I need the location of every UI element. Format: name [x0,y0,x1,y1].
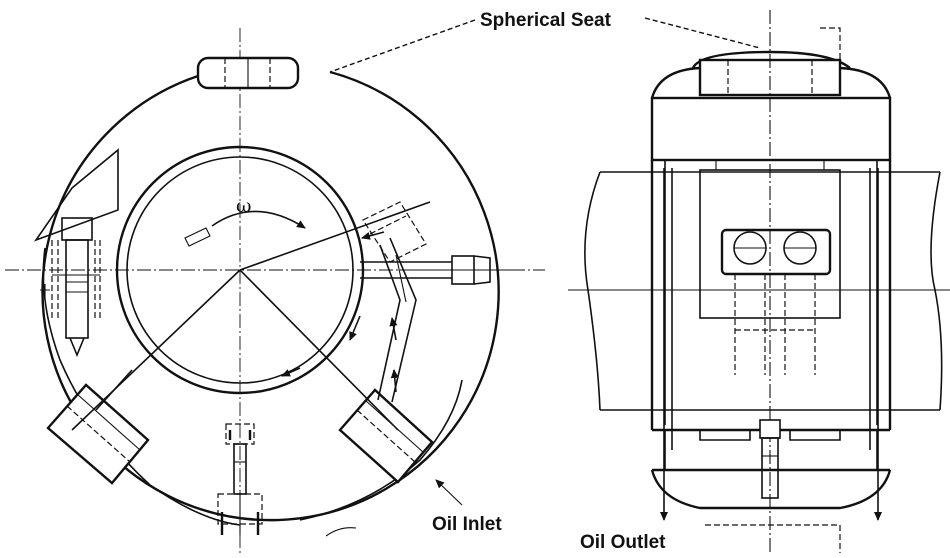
oil-outlet-label: Oil Outlet [580,532,666,553]
flow-arrow-4 [389,317,398,341]
upper-left-oil-pocket [33,148,119,242]
annotations: Spherical Seat Oil Inlet Oil Outlet [329,10,761,553]
oil-inlet-pointer-arrow [435,479,463,506]
bearing-side-view [568,10,950,553]
shaft [568,171,950,411]
flow-arrow-3 [281,367,301,377]
rotation-symbol: ω [236,195,252,217]
bearing-section-view: ω [5,28,545,553]
housing-outer-contour [41,70,500,522]
spherical-seat-leader-left [329,19,476,73]
oil-channel [377,237,417,403]
side-housing [650,160,892,430]
bottom-left-pad [46,269,241,485]
side-bottom-block [650,419,892,553]
housing-inner-contour-right [299,379,463,521]
side-top-seat [650,10,892,553]
left-bolt [40,217,101,358]
spherical-seat-leader-right [644,17,761,49]
oil-inlet-label: Oil Inlet [432,514,502,535]
bottom-right-pad [239,269,434,484]
flow-arrow-1 [361,231,385,240]
flow-arrow-5 [390,369,399,393]
journal-outer-circle [115,145,365,395]
top-seat-pad [196,56,300,90]
rotation-marker [184,227,211,247]
flow-arrows [281,231,399,393]
bottom-outlet-block [217,423,263,535]
flow-arrow-2 [349,315,361,341]
spherical-seat-label: Spherical Seat [480,10,612,31]
journal-inner-circle [126,156,354,384]
housing-inner-contour-left [42,247,241,526]
tie-rods [660,168,882,521]
rotation-arrow-icon [211,210,306,229]
sight-window [720,228,832,375]
break-mark [325,527,357,537]
